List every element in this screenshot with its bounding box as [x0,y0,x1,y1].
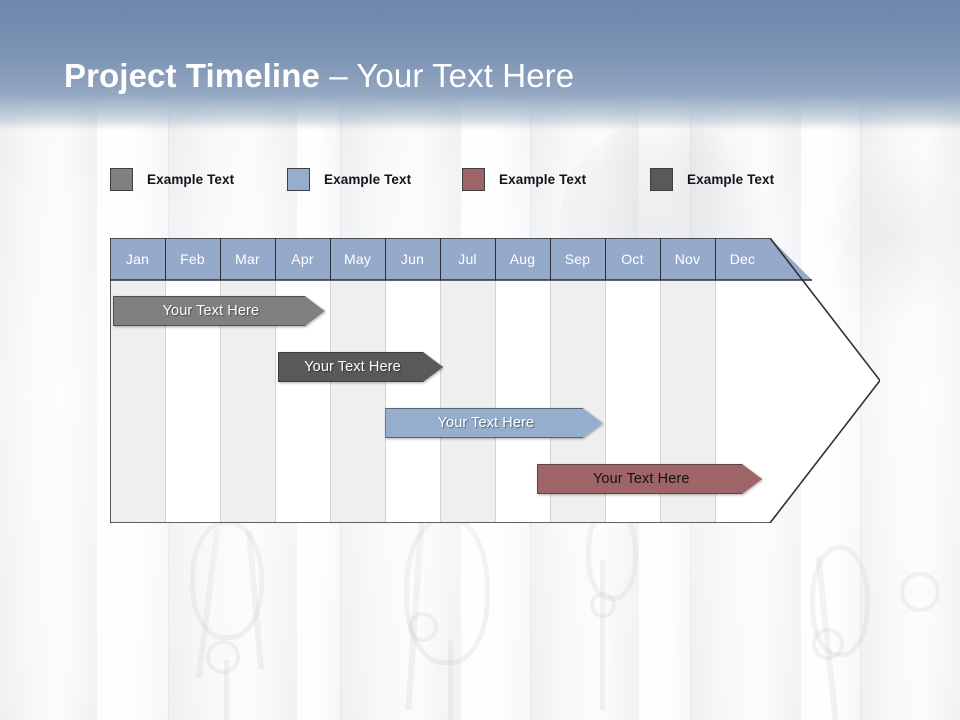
grid-column-jul [440,238,495,523]
grid-divider [165,238,166,523]
bar-arrow-shape [536,464,762,494]
month-header-sep[interactable]: Sep [564,251,591,267]
bar-label-4: Your Text Here [592,471,690,487]
page-title: Project Timeline – Your Text Here [64,57,574,95]
timeline-bar-3[interactable]: Your Text Here [385,408,603,438]
legend-label-4: Example Text [687,172,775,187]
bar-arrow-shape [278,352,443,382]
title-banner [0,0,960,130]
bar-arrow-shape [113,296,325,326]
legend-label-2: Example Text [324,172,412,187]
legend-swatch-gray [110,168,133,191]
month-header-dec[interactable]: Dec [729,251,756,267]
legend-item-4[interactable]: Example Text [650,168,774,191]
grid-divider [275,238,276,523]
timeline-bar-4[interactable]: Your Text Here [536,464,762,494]
legend-label-1: Example Text [147,172,235,187]
timeline-bar-2[interactable]: Your Text Here [278,352,443,382]
grid-divider [495,238,496,523]
legend-swatch-darkgray [650,168,673,191]
title-bold-part: Project Timeline [64,57,320,94]
month-header-jun[interactable]: Jun [400,251,425,267]
bar-label-3: Your Text Here [437,415,535,431]
title-light-part: Your Text Here [356,57,575,94]
grid-column-mar [220,238,275,523]
grid-divider [220,238,221,523]
month-header-aug[interactable]: Aug [509,251,536,267]
timeline-bar-1[interactable]: Your Text Here [113,296,325,326]
month-header-feb[interactable]: Feb [180,251,205,267]
legend-swatch-blue [287,168,310,191]
title-separator: – [319,57,357,94]
bar-label-1: Your Text Here [162,303,260,319]
month-header-row: Jan Feb Mar Apr May Jun Jul Aug Sep Oct Nov Dec [110,238,812,280]
legend-item-1[interactable]: Example Text [110,168,234,191]
timeline-chart: Jan Feb Mar Apr May Jun Jul Aug Sep Oct Nov Dec You… [110,238,880,523]
legend-item-2[interactable]: Example Text [287,168,411,191]
timeline-grid [110,238,880,523]
month-header-nov[interactable]: Nov [674,251,701,267]
bar-label-2: Your Text Here [304,359,401,375]
month-header-oct[interactable]: Oct [621,251,644,267]
month-header-jul[interactable]: Jul [458,251,477,267]
legend-item-3[interactable]: Example Text [462,168,586,191]
bar-arrow-shape [385,408,603,438]
month-header-jan[interactable]: Jan [125,251,150,267]
grid-column-jan [110,238,165,523]
legend-label-3: Example Text [499,172,587,187]
month-header-may[interactable]: May [343,251,372,267]
month-header-mar[interactable]: Mar [235,251,260,267]
legend: Example Text Example Text Example Text E… [110,168,870,196]
month-header-apr[interactable]: Apr [291,251,314,267]
legend-swatch-red [462,168,485,191]
